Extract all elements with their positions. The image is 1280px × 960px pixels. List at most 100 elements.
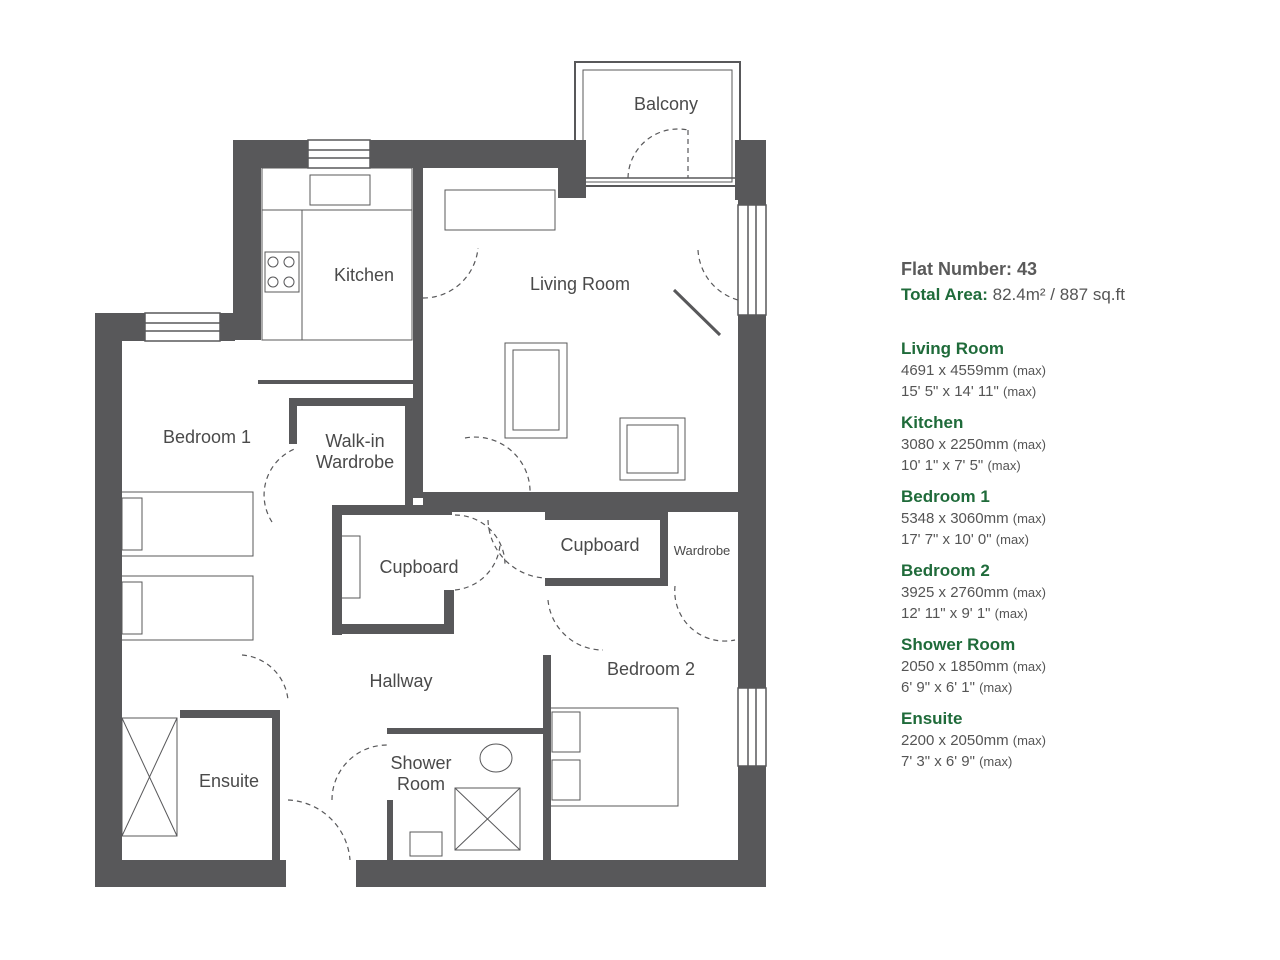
total-area-label: Total Area: [901,285,988,304]
max-label: (max) [979,680,1013,695]
room-name: Kitchen [901,413,964,432]
wall-cupboard2-bottom [545,578,665,586]
label-shower-line2: Room [397,774,445,794]
room-metric: 5348 x 3060mm [901,510,1009,527]
max-label: (max) [1012,511,1046,526]
flat-info-panel: Flat Number: 43 Total Area: 82.4m² / 887… [901,256,1271,782]
wall-cupboard-right [444,590,454,634]
wall-kitchen-living [413,168,423,498]
label-bedroom2: Bedroom 2 [607,659,695,679]
wall-shower-top [387,728,545,734]
furniture [119,167,722,857]
hob [264,251,300,293]
basin [409,831,443,857]
max-label: (max) [995,532,1029,547]
label-walkin-line2: Wardrobe [316,452,394,472]
room-imperial: 7' 3" x 6' 9" [901,753,975,770]
flat-number-label: Flat Number: [901,259,1013,279]
wall-living-bottom [423,492,743,512]
room-metric: 4691 x 4559mm [901,362,1009,379]
label-kitchen: Kitchen [334,265,394,285]
max-label: (max) [987,458,1021,473]
room-living-room: Living Room 4691 x 4559mm (max) 15' 5" x… [901,338,1271,402]
label-balcony: Balcony [634,94,698,114]
kitchen-counter-left [261,209,303,341]
dining-table [444,189,556,231]
room-metric: 3080 x 2250mm [901,436,1009,453]
room-name: Bedroom 2 [901,561,990,580]
walls [95,140,766,887]
radiator [339,535,361,599]
room-name: Ensuite [901,709,963,728]
bed-1b [119,575,254,641]
wall-walkin-right [405,398,413,508]
room-labels: Balcony Kitchen Living Room Bedroom 1 Wa… [163,94,730,794]
kitchen-island [301,209,413,341]
wall-south-left [95,860,286,887]
label-shower-line1: Shower [390,753,451,773]
max-label: (max) [1012,659,1046,674]
bed-2 [547,707,679,807]
max-label: (max) [1012,585,1046,600]
wall-ensuite-east [272,710,280,860]
max-label: (max) [994,606,1028,621]
label-wardrobe: Wardrobe [674,543,731,558]
room-name: Bedroom 1 [901,487,990,506]
bed-1a [119,491,254,557]
total-area: Total Area: 82.4m² / 887 sq.ft [901,285,1125,304]
total-area-imperial: 887 sq.ft [1059,285,1125,304]
room-imperial: 10' 1" x 7' 5" [901,457,984,474]
ensuite-shower [121,717,178,837]
room-kitchen: Kitchen 3080 x 2250mm (max) 10' 1" x 7' … [901,412,1271,476]
room-metric: 3925 x 2760mm [901,584,1009,601]
wall-west [95,313,122,887]
room-metric: 2050 x 1850mm [901,658,1009,675]
room-name: Living Room [901,339,1004,358]
floor-plan: Balcony Kitchen Living Room Bedroom 1 Wa… [95,61,767,887]
flat-number: Flat Number: 43 [901,256,1271,282]
sofa [504,342,568,439]
shower-tray [454,787,521,851]
wall-cupboard-top [332,505,452,515]
max-label: (max) [1012,733,1046,748]
wall-south-right [356,860,766,887]
flat-number-value: 43 [1017,259,1038,279]
label-hallway: Hallway [369,671,432,691]
wall-shower-west [387,800,393,860]
max-label: (max) [1012,437,1046,452]
room-dimensions-list: Living Room 4691 x 4559mm (max) 15' 5" x… [901,338,1271,772]
room-metric: 2200 x 2050mm [901,732,1009,749]
max-label: (max) [1012,363,1046,378]
wall-wardrobe-left [660,512,668,586]
room-shower-room: Shower Room 2050 x 1850mm (max) 6' 9" x … [901,634,1271,698]
room-name: Shower Room [901,635,1016,654]
label-walkin-line1: Walk-in [325,431,384,451]
room-bedroom-2: Bedroom 2 3925 x 2760mm (max) 12' 11" x … [901,560,1271,624]
label-cupboard-right: Cupboard [560,535,639,555]
tv [672,288,722,337]
label-ensuite: Ensuite [199,771,259,791]
room-imperial: 15' 5" x 14' 11" [901,383,999,400]
total-area-metric: 82.4m² [992,285,1046,304]
balcony [574,61,741,187]
room-bedroom-1: Bedroom 1 5348 x 3060mm (max) 17' 7" x 1… [901,486,1271,550]
wall-kitchen-west [233,140,261,340]
max-label: (max) [979,754,1013,769]
wall-ensuite-top [180,710,280,718]
armchair [619,417,686,481]
wall-cupboard-bottom [342,624,452,634]
label-bedroom1: Bedroom 1 [163,427,251,447]
room-imperial: 6' 9" x 6' 1" [901,679,975,696]
wall-cupboard2-top [545,512,665,520]
windows [144,139,767,767]
room-imperial: 12' 11" x 9' 1" [901,605,991,622]
label-living-room: Living Room [530,274,630,294]
wall-cupboard-left [332,505,342,635]
room-ensuite: Ensuite 2200 x 2050mm (max) 7' 3" x 6' 9… [901,708,1271,772]
wall-kitchen-bottom [258,380,418,384]
wall-walkin-top [289,398,413,406]
wall-walkin-left [289,398,297,444]
kitchen-counter-top [261,167,413,211]
sink [309,174,371,206]
room-imperial: 17' 7" x 10' 0" [901,531,992,548]
